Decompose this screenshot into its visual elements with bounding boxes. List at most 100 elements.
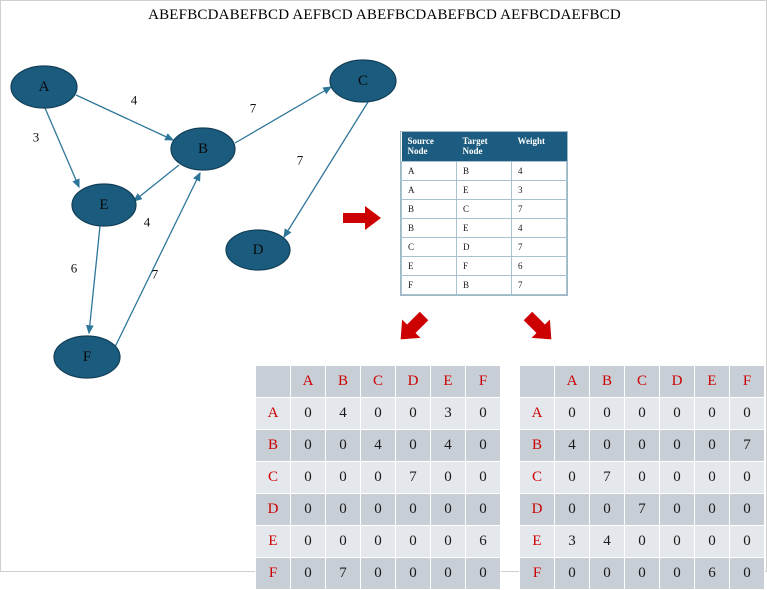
matrix-row-header: C [519,461,555,494]
matrix-row-header: C [255,461,291,494]
table-row: B C 7 [401,198,567,219]
graph-node-f[interactable]: F [53,335,121,379]
matrix-row-header: B [519,429,555,462]
matrix-cell: 7 [325,557,361,590]
graph-node-e[interactable]: E [71,183,137,227]
node-shape-b[interactable] [170,127,236,171]
matrix-col-header-c: C [360,365,396,398]
matrix-cell: 0 [554,493,590,526]
matrix-cell: 0 [465,493,501,526]
adjacency-matrix-left: A B C D E F A 0 4 0 0 3 0 B 0 0 4 0 4 0 … [255,365,501,590]
edge-list-table: Source Node Target Node Weight A B 4 A E… [401,132,567,295]
matrix-col-header-a: A [290,365,326,398]
matrix-cell: 0 [290,461,326,494]
edge-table-header-row: Source Node Target Node Weight [401,132,567,162]
matrix-cell: 7 [589,461,625,494]
matrix-cell: 4 [554,429,590,462]
edge-weight-A-E: 3 [33,130,40,145]
matrix-cell: 0 [360,461,396,494]
graph-edges [44,86,369,348]
matrix-col-header-b: B [325,365,361,398]
edge-cell-weight: 7 [511,198,567,219]
matrix-cell: 7 [624,493,660,526]
matrix-cell: 7 [395,461,431,494]
arrow-right-red-icon [343,206,381,230]
matrix-cell: 0 [430,461,466,494]
matrix-cell: 0 [360,525,396,558]
matrix-cell: 0 [290,429,326,462]
edge-B-C [234,86,333,144]
edge-cell-weight: 4 [511,160,567,181]
matrix-row: C 0 0 0 7 0 0 [255,461,501,494]
graph-node-b[interactable]: B [170,127,236,171]
graph-nodes: A B C D E F [10,59,397,379]
matrix-col-header-f: F [465,365,501,398]
matrix-row: E 3 4 0 0 0 0 [519,525,765,558]
edge-cell-source: F [401,274,457,295]
edge-cell-target: C [456,198,512,219]
matrix-cell: 0 [624,397,660,430]
matrix-col-header-a: A [554,365,590,398]
matrix-cell: 0 [465,397,501,430]
matrix-cell: 0 [465,429,501,462]
matrix-cell: 0 [290,397,326,430]
matrix-cell: 0 [290,493,326,526]
matrix-header-row: A B C D E F [255,365,501,398]
edge-cell-source: B [401,198,457,219]
matrix-cell: 0 [395,429,431,462]
matrix-cell: 0 [325,461,361,494]
graph-node-d[interactable]: D [225,229,291,271]
matrix-cell: 0 [589,557,625,590]
matrix-cell: 0 [554,397,590,430]
table-row: E F 6 [401,255,567,276]
matrix-row: D 0 0 0 0 0 0 [255,493,501,526]
edge-cell-source: C [401,236,457,257]
matrix-cell: 0 [729,461,765,494]
edge-table-header-source: Source Node [401,132,457,162]
matrix-row-header: D [255,493,291,526]
matrix-row: B 4 0 0 0 0 7 [519,429,765,462]
matrix-cell: 0 [325,525,361,558]
matrix-cell: 0 [325,493,361,526]
matrix-col-header-b: B [589,365,625,398]
edge-table-header-target: Target Node [456,132,512,162]
node-shape-d[interactable] [225,229,291,271]
matrix-cell: 0 [430,493,466,526]
node-shape-c[interactable] [329,59,397,103]
edge-cell-source: B [401,217,457,238]
node-shape-e[interactable] [71,183,137,227]
table-row: B E 4 [401,217,567,238]
matrix-corner-cell [255,365,291,398]
matrix-cell: 0 [554,461,590,494]
node-shape-f[interactable] [53,335,121,379]
matrix-header-row: A B C D E F [519,365,765,398]
matrix-cell: 0 [694,429,730,462]
graph-node-a[interactable]: A [10,65,78,109]
edge-C-D [283,101,369,239]
matrix-corner-cell [519,365,555,398]
node-shape-a[interactable] [10,65,78,109]
matrix-row: C 0 7 0 0 0 0 [519,461,765,494]
matrix-cell: 0 [430,525,466,558]
edge-weight-C-D: 7 [297,153,304,168]
edge-cell-weight: 3 [511,179,567,200]
matrix-cell: 0 [430,557,466,590]
arrow-down-left-red-icon [400,311,429,340]
matrix-row-header: F [255,557,291,590]
matrix-row-header: D [519,493,555,526]
matrix-cell: 0 [624,557,660,590]
edge-weight-B-C: 7 [250,101,257,116]
matrix-cell: 0 [694,525,730,558]
matrix-cell: 6 [694,557,730,590]
edge-cell-target: E [456,179,512,200]
edge-weight-A-B: 4 [131,93,138,108]
edge-cell-source: A [401,160,457,181]
matrix-row: B 0 0 4 0 4 0 [255,429,501,462]
page-title: ABEFBCDABEFBCD AEFBCD ABEFBCDABEFBCD AEF… [148,7,621,23]
matrix-cell: 0 [465,461,501,494]
matrix-cell: 0 [360,397,396,430]
graph-node-c[interactable]: C [329,59,397,103]
matrix-cell: 0 [624,461,660,494]
edge-cell-weight: 4 [511,217,567,238]
edge-weight-B-E: 4 [144,215,151,230]
